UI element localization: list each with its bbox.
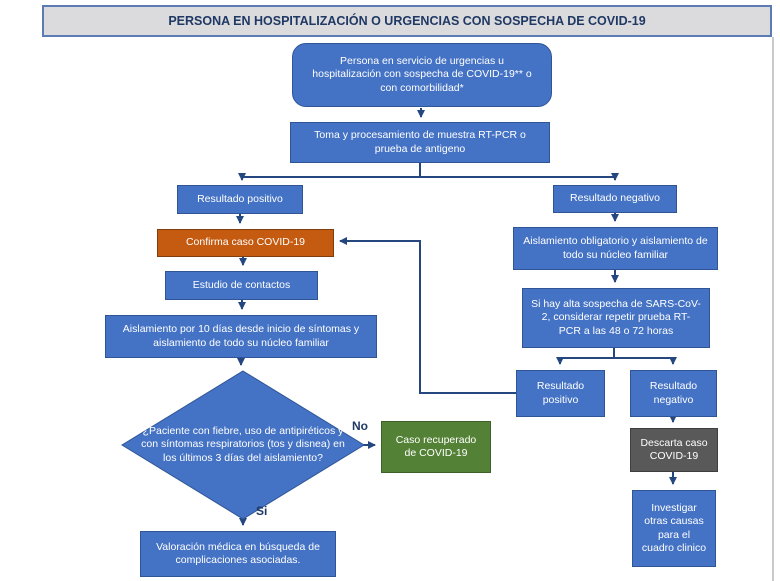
edge-label-si: Si bbox=[256, 504, 268, 518]
node-investigar-causas: Investigar otras causas para el cuadro c… bbox=[632, 490, 716, 567]
node-estudio-contactos: Estudio de contactos bbox=[165, 271, 318, 300]
node-resultado-positivo-2: Resultado positivo bbox=[516, 370, 605, 417]
node-resultado-positivo: Resultado positivo bbox=[177, 185, 303, 214]
node-resultado-negativo: Resultado negativo bbox=[553, 185, 677, 213]
node-start: Persona en servicio de urgencias u hospi… bbox=[292, 43, 552, 107]
branch-line-main bbox=[242, 163, 615, 178]
node-caso-recuperado: Caso recuperado de COVID-19 bbox=[381, 421, 491, 473]
node-toma-muestra: Toma y procesamiento de muestra RT-PCR o… bbox=[290, 122, 550, 163]
edge-label-no: No bbox=[352, 419, 368, 433]
node-resultado-negativo-2: Resultado negativo bbox=[630, 370, 717, 417]
branch-line-repetir bbox=[560, 348, 673, 359]
node-descarta-caso: Descarta caso COVID-19 bbox=[630, 428, 718, 472]
node-valoracion-medica: Valoración médica en búsqueda de complic… bbox=[140, 531, 336, 577]
page-title: PERSONA EN HOSPITALIZACIÓN O URGENCIAS C… bbox=[42, 5, 772, 37]
page-edge-line bbox=[772, 37, 774, 581]
node-repetir-prueba: Si hay alta sospecha de SARS-CoV-2, cons… bbox=[522, 288, 710, 348]
node-confirma-caso: Confirma caso COVID-19 bbox=[157, 229, 334, 257]
node-aislamiento-10-dias: Aislamiento por 10 días desde inicio de … bbox=[105, 315, 377, 358]
node-aislamiento-obligatorio: Aislamiento obligatorio y aislamiento de… bbox=[513, 227, 718, 270]
decision-text: ¿Paciente con fiebre, uso de antipirétic… bbox=[141, 424, 345, 464]
